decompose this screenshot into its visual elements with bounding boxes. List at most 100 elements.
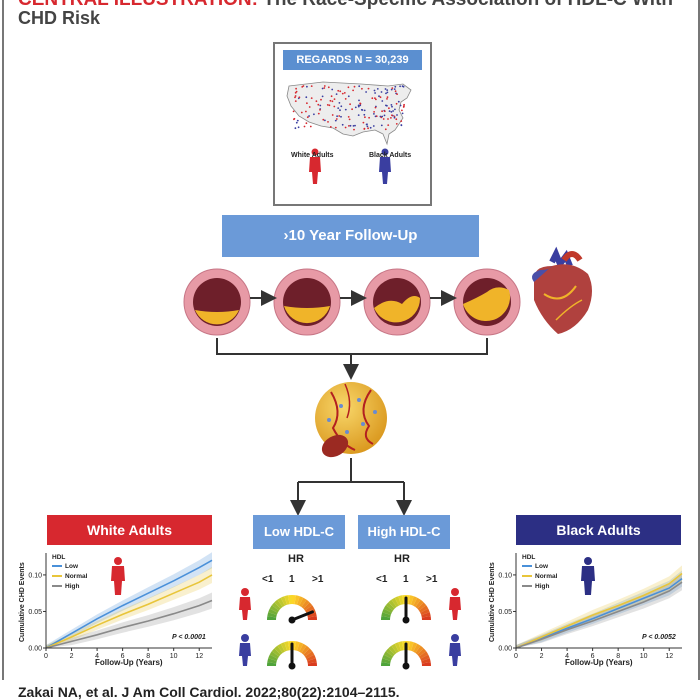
participant-dot <box>349 124 352 127</box>
x-tick-label: 0 <box>514 653 518 660</box>
y-tick-label: 0.00 <box>498 646 512 653</box>
gauge-hub <box>288 616 296 624</box>
participant-dot <box>371 97 374 100</box>
participant-dot <box>331 100 334 103</box>
participant-dot <box>383 114 386 117</box>
participant-dot <box>390 111 393 113</box>
participant-dot <box>308 106 311 108</box>
participant-dot <box>315 100 318 103</box>
gauge-high_black <box>381 641 431 670</box>
participant-dot <box>374 115 377 118</box>
participant-dot <box>363 109 366 112</box>
participant-dot <box>372 125 375 127</box>
black-panel-title: Black Adults <box>516 515 681 545</box>
participant-dot <box>341 123 344 126</box>
y-tick-label: 0.10 <box>28 572 42 579</box>
participant-dot <box>327 121 329 123</box>
participant-dot <box>368 116 370 119</box>
participant-dot <box>331 114 334 116</box>
participant-dot <box>359 104 362 107</box>
header-title-text: The Race-Specific Association of HDL-C W… <box>263 0 673 10</box>
participant-dot <box>329 99 332 102</box>
participant-dot <box>333 105 336 108</box>
participant-dot <box>394 85 397 88</box>
participant-dot <box>378 95 380 98</box>
participant-dot <box>329 126 332 128</box>
series-line-high <box>45 599 213 649</box>
participant-dot <box>343 92 346 94</box>
series-band-low <box>516 570 682 648</box>
participant-dot <box>298 96 301 99</box>
participant-dot <box>399 104 402 107</box>
participant-dot <box>335 118 338 120</box>
black-adult-icon-low <box>239 634 251 666</box>
participant-dot <box>354 106 357 109</box>
follow-up-box: ›10 Year Follow-Up <box>222 215 479 257</box>
participant-dot <box>373 113 375 115</box>
participant-dot <box>305 110 307 113</box>
legend-label: High <box>65 583 79 590</box>
participant-dot <box>394 108 396 111</box>
participant-dot <box>396 114 398 116</box>
participant-dot <box>388 110 391 112</box>
participant-dot <box>294 127 297 130</box>
participant-dot <box>361 109 364 111</box>
participant-dot <box>395 123 398 125</box>
participant-dot <box>385 104 387 107</box>
participant-dot <box>364 116 366 119</box>
header-label: CENTRAL ILLUSTRATION: <box>18 0 258 10</box>
y-tick-label: 0.10 <box>498 572 512 579</box>
participant-dot <box>305 122 308 125</box>
participant-dot <box>344 108 347 111</box>
participant-dot <box>353 128 355 131</box>
participant-dot <box>373 89 376 92</box>
legend-label: Low <box>65 563 79 570</box>
black-adult-icon-high <box>449 634 461 666</box>
hr-gauges <box>267 595 431 670</box>
participant-dot <box>400 124 403 127</box>
participant-dot <box>393 115 396 118</box>
legend-label: Normal <box>65 573 88 580</box>
x-tick-label: 8 <box>146 653 150 660</box>
y-tick-label: 0.05 <box>498 609 512 616</box>
series-band-normal <box>516 565 682 648</box>
participant-dot <box>386 89 389 91</box>
participant-dot <box>394 90 397 93</box>
participant-dot <box>322 118 325 121</box>
x-tick-label: 0 <box>44 653 48 660</box>
participant-dot <box>392 110 394 112</box>
participant-dot <box>305 96 308 99</box>
participant-dot <box>374 97 376 99</box>
bracket-connector <box>216 338 488 355</box>
participant-dot <box>339 90 342 93</box>
participant-dot <box>375 98 377 101</box>
gauge-low_white <box>267 595 317 624</box>
participant-dot <box>390 117 392 119</box>
participant-dot <box>383 110 386 113</box>
series-line-high <box>515 581 683 649</box>
x-tick-label: 12 <box>195 653 203 660</box>
gauge-needle <box>290 610 314 622</box>
hdl-particle-icon <box>315 382 387 458</box>
participant-dot <box>391 105 393 108</box>
participant-dot <box>363 127 366 130</box>
participant-dot <box>302 85 305 87</box>
participant-dot <box>381 110 383 113</box>
participant-dot <box>317 103 320 106</box>
x-tick-label: 12 <box>665 653 673 660</box>
participant-dot <box>306 102 308 105</box>
gauge-hub <box>288 662 296 670</box>
gauge-low_black <box>267 641 317 670</box>
person-icon <box>111 557 125 595</box>
participant-dot <box>397 100 400 103</box>
participant-dot <box>327 86 330 89</box>
series-line-normal <box>515 572 683 649</box>
participant-dot <box>344 126 347 129</box>
gauge-high_white <box>381 595 431 624</box>
hr-label-low: HR <box>288 553 304 565</box>
person-icon <box>581 557 595 595</box>
black-y-axis-label: Cumulative CHD Events <box>489 562 496 642</box>
